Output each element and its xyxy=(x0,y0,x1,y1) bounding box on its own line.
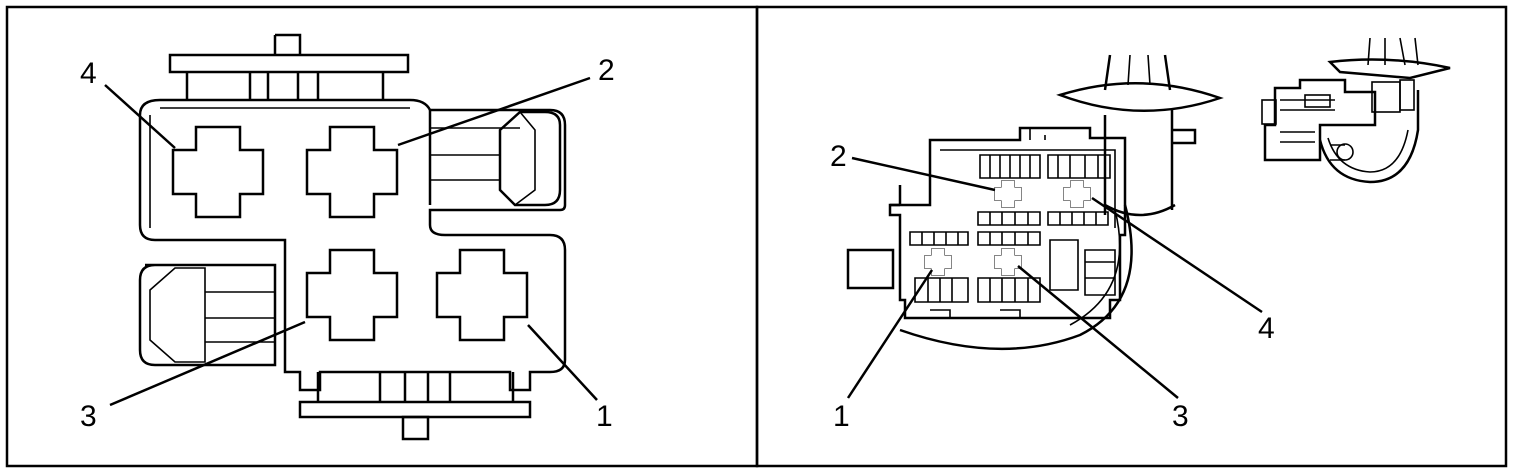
right-leader-2 xyxy=(851,156,996,192)
right-leader-3 xyxy=(1017,265,1179,399)
left-callout-4: 4 xyxy=(80,57,97,90)
right-panel-frame xyxy=(755,5,1508,468)
bottom-latch-tab xyxy=(401,415,430,441)
right-connector-face xyxy=(888,126,1127,320)
left-callout-1: 1 xyxy=(596,400,613,433)
right-cavity-3 xyxy=(994,248,1022,276)
top-latch-tab xyxy=(275,33,302,55)
right-leader-4 xyxy=(1091,196,1263,314)
right-cavity-1 xyxy=(924,248,952,276)
left-leader-3 xyxy=(109,320,306,407)
bottom-latch-bar xyxy=(298,400,532,419)
right-callout-4: 4 xyxy=(1258,312,1275,345)
left-leader-2 xyxy=(397,76,591,147)
right-connector-view xyxy=(846,54,1224,351)
connector-side-view-inset xyxy=(1261,37,1451,184)
left-callout-2: 2 xyxy=(598,54,615,87)
inset-housing xyxy=(1263,78,1377,162)
left-leader-1 xyxy=(527,324,598,401)
right-callout-3: 3 xyxy=(1172,400,1189,433)
left-leader-4 xyxy=(104,84,176,149)
upper-right-latch xyxy=(498,110,562,207)
right-leader-1 xyxy=(846,269,934,399)
side-latch xyxy=(846,248,895,290)
left-cavity-4 xyxy=(171,125,265,219)
top-latch-bar xyxy=(168,53,410,74)
harness-boot xyxy=(1056,81,1224,113)
inset-boot xyxy=(1327,58,1451,80)
left-cavity-1 xyxy=(435,248,529,342)
right-callout-1: 1 xyxy=(833,400,850,433)
right-cavity-4 xyxy=(1063,180,1091,208)
right-cavity-2 xyxy=(994,180,1022,208)
lower-left-latch xyxy=(138,263,277,367)
right-callout-2: 2 xyxy=(830,140,847,173)
left-connector-face xyxy=(138,33,567,441)
connector-body xyxy=(138,98,567,392)
left-cavity-2 xyxy=(305,125,399,219)
left-cavity-3 xyxy=(305,248,399,342)
left-callout-3: 3 xyxy=(80,400,97,433)
